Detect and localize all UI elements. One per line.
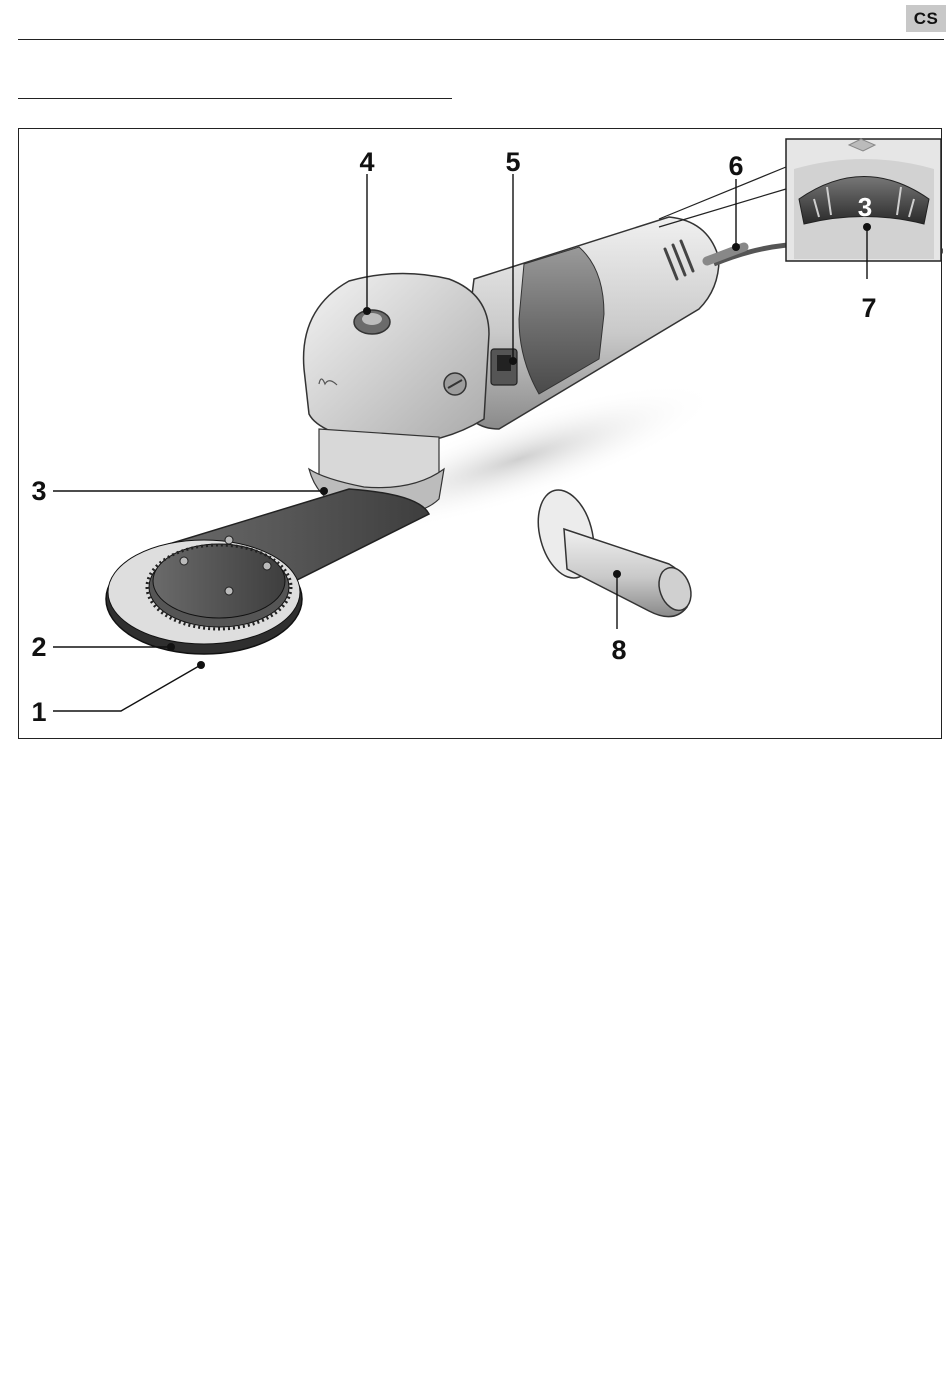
tool-illustration-figure: 3 4 5 6 7: [18, 128, 942, 739]
callout-7: 7: [861, 293, 876, 323]
callout-1: 1: [31, 697, 46, 727]
callout-3: 3: [31, 476, 46, 506]
callout-5: 5: [505, 147, 520, 177]
callout-2: 2: [31, 632, 46, 662]
tool-illustration: 3 4 5 6 7: [19, 129, 943, 740]
section-rule: [18, 98, 452, 99]
callout-4: 4: [359, 147, 374, 177]
language-badge: CS: [906, 5, 946, 32]
callout-6: 6: [728, 151, 743, 181]
header-rule: [18, 39, 944, 40]
callout-8: 8: [611, 635, 626, 665]
auxiliary-handle: [529, 484, 696, 617]
speed-dial-value: 3: [858, 192, 872, 222]
